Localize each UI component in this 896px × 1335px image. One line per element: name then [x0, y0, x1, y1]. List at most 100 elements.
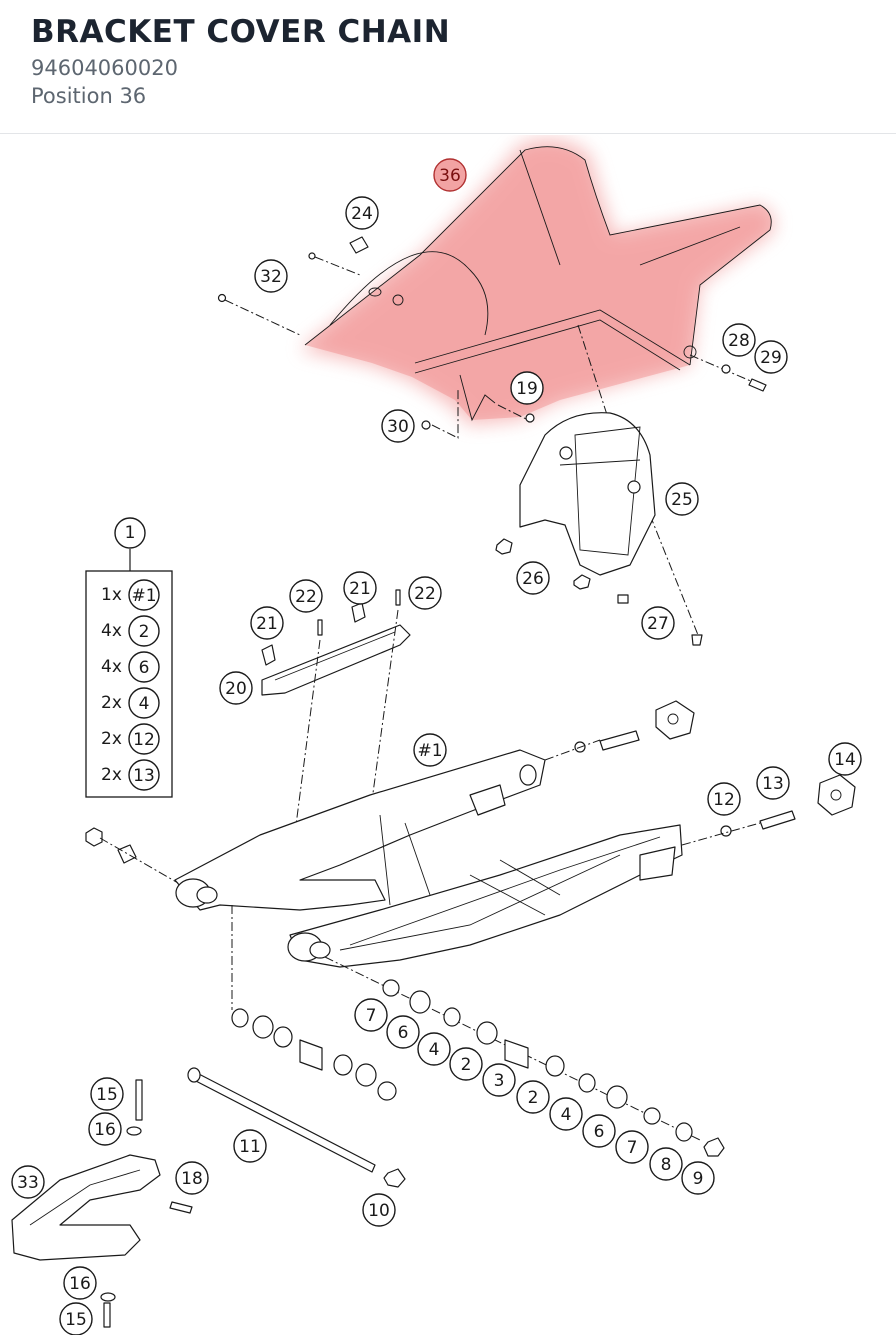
svg-text:7: 7: [627, 1138, 638, 1158]
callout[interactable]: 18: [175, 1161, 209, 1195]
assembly-line: [295, 639, 321, 826]
callout[interactable]: 14: [828, 742, 862, 776]
callout[interactable]: 27: [641, 606, 675, 640]
callout[interactable]: 8: [649, 1147, 683, 1181]
svg-text:19: 19: [516, 379, 538, 399]
svg-text:#1: #1: [131, 586, 156, 606]
callout-highlighted[interactable]: 36: [433, 158, 467, 192]
svg-text:3: 3: [494, 1071, 505, 1091]
svg-text:36: 36: [439, 166, 461, 186]
callout[interactable]: 25: [665, 482, 699, 516]
chain-adjusters: [574, 700, 856, 837]
position-label: Position 36: [31, 84, 147, 108]
kit-row-ref[interactable]: 13: [128, 759, 160, 791]
callout[interactable]: 30: [381, 409, 415, 443]
svg-text:16: 16: [69, 1274, 91, 1294]
callout-kit[interactable]: 1: [114, 517, 146, 549]
kit-row-ref[interactable]: 12: [128, 723, 160, 755]
svg-text:10: 10: [368, 1201, 390, 1221]
svg-text:12: 12: [713, 790, 735, 810]
callout[interactable]: 16: [63, 1266, 97, 1300]
callout[interactable]: 28: [722, 323, 756, 357]
callout[interactable]: 10: [362, 1193, 396, 1227]
callout[interactable]: 32: [254, 259, 288, 293]
svg-text:20: 20: [225, 679, 247, 699]
chain-guard[interactable]: [495, 412, 703, 646]
svg-text:24: 24: [351, 204, 373, 224]
svg-text:6: 6: [139, 658, 150, 678]
chain-slider[interactable]: [261, 589, 411, 696]
callout[interactable]: 13: [756, 766, 790, 800]
svg-text:#1: #1: [417, 741, 442, 761]
assembly-line: [369, 609, 399, 816]
svg-text:15: 15: [96, 1085, 118, 1105]
svg-text:2: 2: [461, 1055, 472, 1075]
svg-text:1: 1: [125, 523, 136, 543]
callout[interactable]: #1: [413, 733, 447, 767]
svg-text:2: 2: [139, 622, 150, 642]
header: BRACKET COVER CHAIN 94604060020 Position…: [0, 0, 896, 134]
svg-text:21: 21: [256, 614, 278, 634]
svg-text:22: 22: [414, 584, 436, 604]
assembly-line: [544, 739, 601, 761]
svg-text:2: 2: [528, 1088, 539, 1108]
svg-text:12: 12: [133, 730, 155, 750]
svg-text:16: 16: [94, 1120, 116, 1140]
svg-text:15: 15: [65, 1310, 87, 1330]
kit-row-qty: 1x: [101, 585, 122, 605]
callout[interactable]: 15: [59, 1302, 93, 1335]
svg-text:14: 14: [834, 750, 856, 770]
callout[interactable]: 16: [88, 1112, 122, 1146]
callout[interactable]: 12: [707, 782, 741, 816]
callout[interactable]: 22: [408, 576, 442, 610]
chain-guide: [11, 1079, 193, 1328]
part-number: 94604060020: [31, 56, 178, 80]
callout[interactable]: 21: [250, 606, 284, 640]
callout[interactable]: 15: [90, 1077, 124, 1111]
callout[interactable]: 22: [289, 579, 323, 613]
svg-text:28: 28: [728, 331, 750, 351]
callout[interactable]: 6: [582, 1114, 616, 1148]
kit-row-ref[interactable]: 6: [128, 651, 160, 683]
pivot-hardware-left: [85, 827, 137, 864]
callout[interactable]: 2: [449, 1047, 483, 1081]
kit-row-ref[interactable]: #1: [128, 579, 160, 611]
kit-row-qty: 4x: [101, 621, 122, 641]
callout[interactable]: 3: [482, 1063, 516, 1097]
callout[interactable]: 29: [754, 340, 788, 374]
pivot-axle: [187, 1067, 406, 1188]
callout[interactable]: 24: [345, 196, 379, 230]
svg-text:4: 4: [429, 1040, 440, 1060]
chain-cover-highlight[interactable]: [300, 139, 775, 425]
svg-text:32: 32: [260, 267, 282, 287]
callout[interactable]: 20: [219, 671, 253, 705]
callout[interactable]: 11: [233, 1129, 267, 1163]
callout[interactable]: 4: [417, 1032, 451, 1066]
svg-text:13: 13: [762, 774, 784, 794]
assembly-lines-upper: [224, 256, 761, 641]
callout[interactable]: 19: [510, 371, 544, 405]
svg-text:21: 21: [349, 579, 371, 599]
callout[interactable]: 26: [516, 561, 550, 595]
svg-text:29: 29: [760, 348, 782, 368]
callout[interactable]: 33: [11, 1165, 45, 1199]
callout[interactable]: 4: [549, 1097, 583, 1131]
callout[interactable]: 21: [343, 571, 377, 605]
callout[interactable]: 7: [354, 998, 388, 1032]
swingarm[interactable]: [174, 749, 683, 968]
upper-hardware: [217, 236, 767, 430]
svg-text:11: 11: [239, 1137, 261, 1157]
callout[interactable]: 7: [615, 1130, 649, 1164]
pivot-bearings-right: [382, 979, 725, 1157]
svg-text:7: 7: [366, 1006, 377, 1026]
callout[interactable]: 6: [386, 1015, 420, 1049]
kit-row-qty: 2x: [101, 765, 122, 785]
callout[interactable]: 2: [516, 1080, 550, 1114]
kit-row-qty: 4x: [101, 657, 122, 677]
kit-row-ref[interactable]: 2: [128, 615, 160, 647]
callout[interactable]: 9: [681, 1161, 715, 1195]
kit-row-ref[interactable]: 4: [128, 687, 160, 719]
